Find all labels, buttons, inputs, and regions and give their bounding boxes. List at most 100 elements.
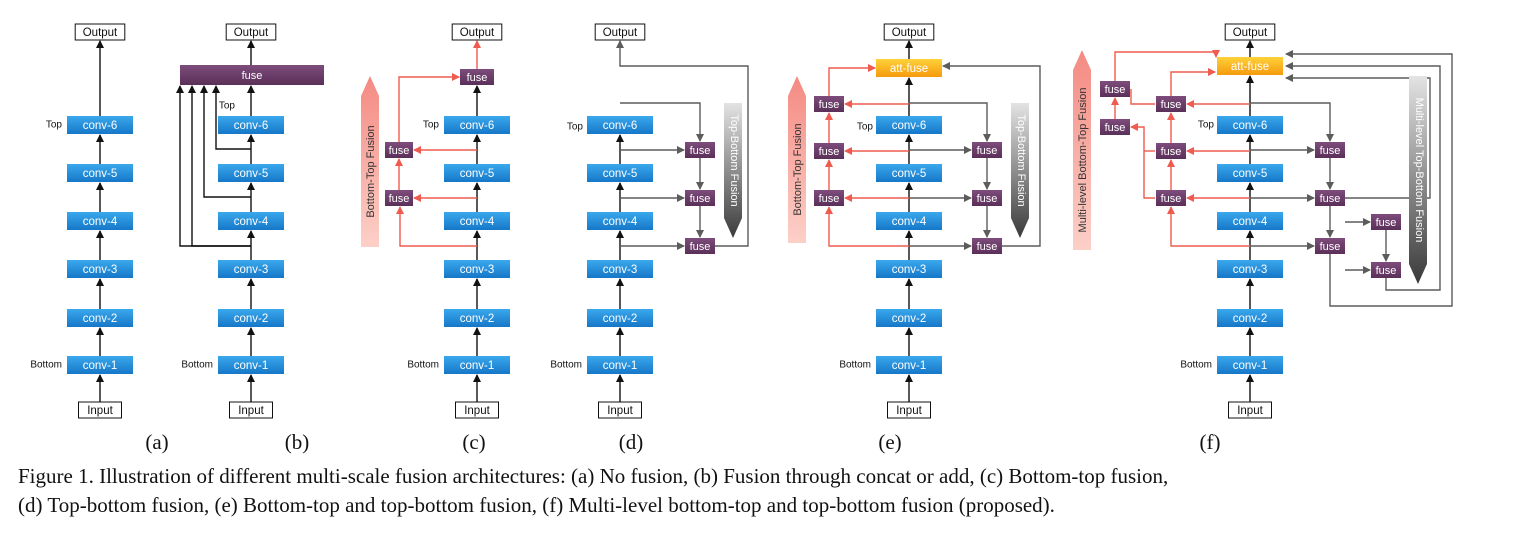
panel-a-top-label: Top bbox=[46, 120, 63, 131]
panel-d-conv-6-label: conv-6 bbox=[603, 120, 638, 132]
panel-d-input-label: Input bbox=[607, 405, 633, 417]
panel-e-conv-4-label: conv-4 bbox=[892, 216, 927, 228]
panel-f-input-box bbox=[1228, 401, 1272, 419]
panel-b-conv-6-label: conv-6 bbox=[234, 120, 269, 132]
panel-f-bt-fuse-2-label: fuse bbox=[1161, 146, 1182, 158]
panel-e-tb-fuse-2-box bbox=[972, 190, 1002, 206]
panel-d-conv-3-label: conv-3 bbox=[603, 264, 638, 276]
panel-a-conv-4-box bbox=[67, 212, 133, 230]
panel-d-fuse-2-label: fuse bbox=[690, 193, 711, 205]
panel-b-conv-3-label: conv-3 bbox=[234, 264, 269, 276]
panel-d-side-arrow-label: Top-Bottom Fusion bbox=[728, 114, 740, 206]
panel-f-side-arrow-left-label: Multi-level Bottom-Top Fusion bbox=[1077, 88, 1089, 233]
panel-e-bottom-label: Bottom bbox=[839, 360, 871, 371]
panel-a-input-label: Input bbox=[87, 405, 113, 417]
panel-d-side-arrow-shape bbox=[724, 103, 742, 238]
connector-arrow bbox=[1167, 206, 1250, 247]
panel-e-sublabel: (e) bbox=[878, 430, 901, 454]
panel-f-tb2-fuse-1-box bbox=[1371, 214, 1401, 230]
panel-e-conv-6-label: conv-6 bbox=[892, 120, 927, 132]
panel-e-conv-5-box bbox=[876, 164, 942, 182]
panel-d-input-box bbox=[598, 401, 642, 419]
panel-f-bt-fuse-3-label: fuse bbox=[1161, 99, 1182, 111]
panel-a-conv-2-label: conv-2 bbox=[83, 313, 118, 325]
panel-e-output-label: Output bbox=[892, 27, 927, 39]
panel-c-bottom-label: Bottom bbox=[407, 360, 439, 371]
panel-d-conv-6-box bbox=[587, 116, 653, 134]
panel-a-conv-2-box bbox=[67, 309, 133, 327]
panel-a-output-box bbox=[74, 23, 126, 41]
panel-c-fuse-2-label: fuse bbox=[389, 145, 410, 157]
panel-e-conv-4-box bbox=[876, 212, 942, 230]
panel-c-side-arrow-label: Bottom-Top Fusion bbox=[365, 125, 377, 217]
panel-f-side-arrow-left-shape bbox=[1073, 50, 1091, 250]
panel-f-side-arrow-right-label: Multi-level Top-Bottom Fusion bbox=[1413, 98, 1425, 243]
panel-e-tb-fuse-3-box bbox=[972, 238, 1002, 254]
panel-f-conv-4-label: conv-4 bbox=[1233, 216, 1268, 228]
panel-f-conv-2-label: conv-2 bbox=[1233, 313, 1268, 325]
caption-line-2: (d) Top-bottom fusion, (e) Bottom-top an… bbox=[18, 493, 1055, 517]
panel-c-conv-1-label: conv-1 bbox=[460, 360, 495, 372]
panel-c-side-arrow-shape bbox=[361, 76, 379, 247]
panel-f-input-label: Input bbox=[1237, 405, 1263, 417]
panel-a-conv-1-box bbox=[67, 356, 133, 374]
panel-d-conv-3-box bbox=[587, 260, 653, 278]
panel-b-conv-6-box bbox=[218, 116, 284, 134]
panel-e-conv-2-box bbox=[876, 309, 942, 327]
panel-f-tb2-fuse-1-label: fuse bbox=[1376, 217, 1397, 229]
panel-f-att-fuse-box bbox=[1217, 57, 1283, 75]
connector-arrow bbox=[1285, 74, 1431, 199]
panel-e-side-arrow-right-shape bbox=[1011, 103, 1029, 238]
panel-c-conv-6-box bbox=[444, 116, 510, 134]
panel-d-fuse-1-box bbox=[685, 142, 715, 158]
panel-c-fuse-2-box bbox=[385, 142, 413, 158]
panel-b-fuse-label: fuse bbox=[242, 70, 263, 82]
connector-arrow bbox=[396, 206, 477, 247]
panel-f-bt-fuse-3-box bbox=[1156, 96, 1186, 112]
connector-arrow bbox=[1114, 50, 1220, 81]
panel-f-conv-4-box bbox=[1217, 212, 1283, 230]
connector-arrow bbox=[176, 85, 251, 247]
panel-f-conv-6-label: conv-6 bbox=[1233, 120, 1268, 132]
panel-f-tb-fuse-2-box bbox=[1315, 190, 1345, 206]
panel-e-conv-3-label: conv-3 bbox=[892, 264, 927, 276]
connector-arrow bbox=[1130, 123, 1155, 199]
panel-c-input-label: Input bbox=[464, 405, 490, 417]
panel-e-att-fuse-label: att-fuse bbox=[890, 63, 928, 75]
panel-b-conv-5-box bbox=[218, 164, 284, 182]
panel-b-input-box bbox=[229, 401, 273, 419]
panel-d-output-box bbox=[594, 23, 646, 41]
panel-e-conv-1-label: conv-1 bbox=[892, 360, 927, 372]
panel-e-top-label: Top bbox=[857, 122, 874, 133]
panel-e-bt-fuse-1-label: fuse bbox=[819, 193, 840, 205]
panel-a-input-box bbox=[78, 401, 122, 419]
connector-arrow bbox=[1250, 102, 1334, 142]
connector-arrow bbox=[616, 40, 749, 247]
panel-d-bottom-label: Bottom bbox=[550, 360, 582, 371]
panel-e-conv-5-label: conv-5 bbox=[892, 168, 927, 180]
panel-f-conv-3-box bbox=[1217, 260, 1283, 278]
panel-e-att-fuse-box bbox=[876, 59, 942, 77]
caption-line-1: Figure 1. Illustration of different mult… bbox=[18, 464, 1169, 488]
panel-f-tb-fuse-1-label: fuse bbox=[1320, 145, 1341, 157]
panel-b-conv-5-label: conv-5 bbox=[234, 168, 269, 180]
connector-arrow bbox=[1170, 68, 1216, 96]
panel-f-tb2-fuse-2-box bbox=[1371, 262, 1401, 278]
panel-e-conv-1-box bbox=[876, 356, 942, 374]
panel-c-conv-5-box bbox=[444, 164, 510, 182]
panel-f-output-box bbox=[1224, 23, 1276, 41]
connector-arrow bbox=[825, 206, 909, 247]
panel-e-bt-fuse-2-box bbox=[814, 143, 844, 159]
connector-arrow bbox=[1285, 50, 1453, 307]
panel-f-tb-fuse-2-label: fuse bbox=[1320, 193, 1341, 205]
connector-line bbox=[1130, 89, 1155, 105]
panel-f-conv-1-box bbox=[1217, 356, 1283, 374]
panel-c-conv-3-box bbox=[444, 260, 510, 278]
panel-d-fuse-2-box bbox=[685, 190, 715, 206]
panel-a-conv-3-label: conv-3 bbox=[83, 264, 118, 276]
connector-arrow bbox=[828, 64, 876, 96]
panel-f-conv-3-label: conv-3 bbox=[1233, 264, 1268, 276]
panel-a-sublabel: (a) bbox=[145, 430, 168, 454]
panel-d-conv-2-label: conv-2 bbox=[603, 313, 638, 325]
panel-c-input-box bbox=[455, 401, 499, 419]
